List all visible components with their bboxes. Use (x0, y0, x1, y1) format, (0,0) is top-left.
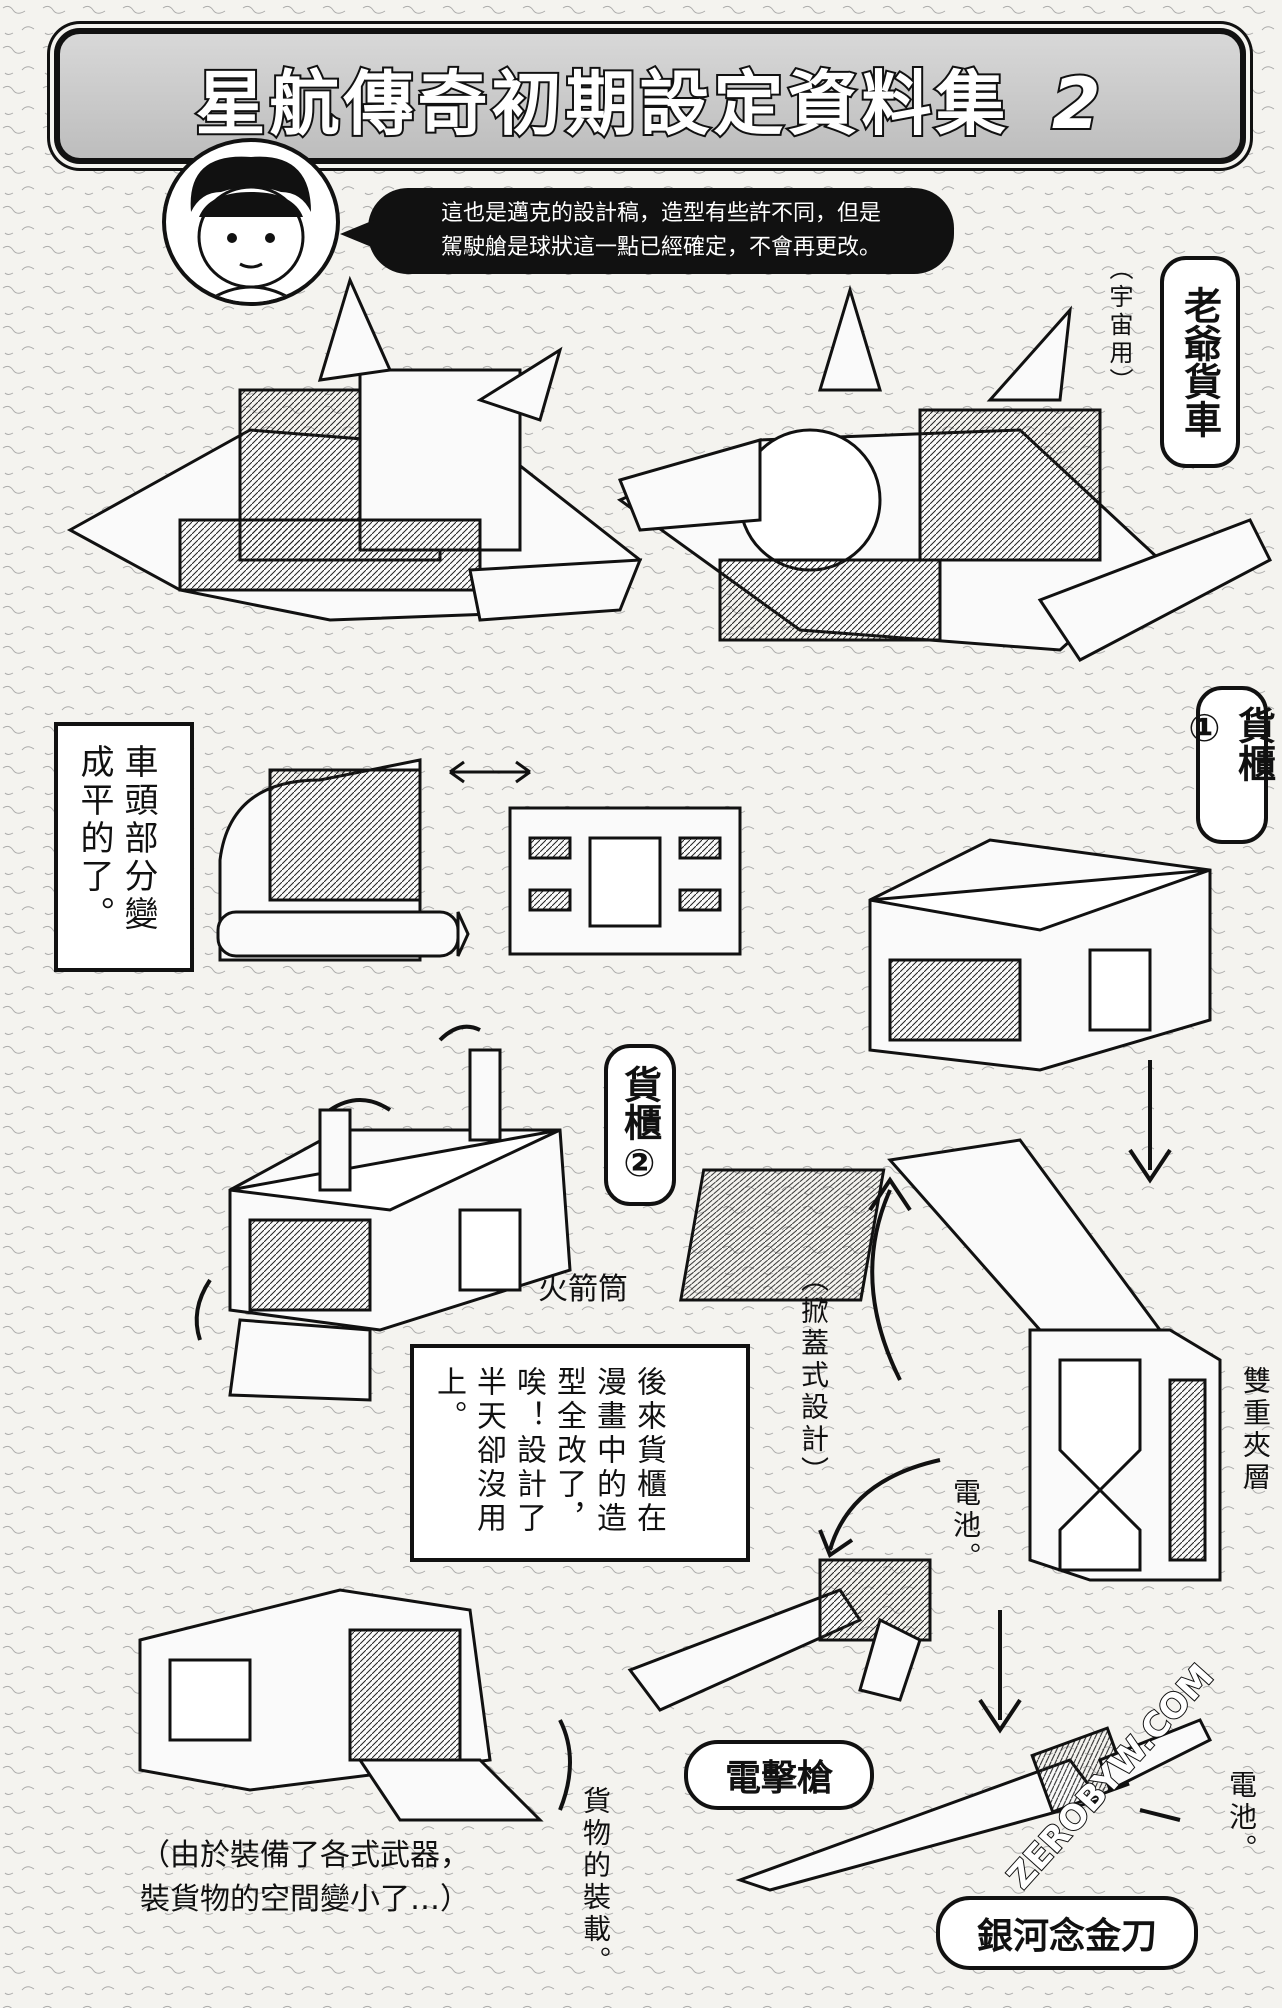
label-battery-gun: 電池。 (949, 1478, 982, 1574)
container-open-sketch (679, 1138, 1222, 1582)
page-title: 星航傳奇初期設定資料集 2 (60, 48, 1240, 149)
container1-flat-sketch (508, 806, 742, 956)
gun-sketch (627, 1558, 932, 1712)
tag-truck: 老爺貨車 (1160, 256, 1240, 468)
tag-sword: 銀河念金刀 (936, 1896, 1198, 1970)
tag-gun: 電擊槍 (684, 1740, 874, 1810)
bubble-line-1: 這也是邁克的設計稿，造型有些許不同，但是 (440, 201, 881, 226)
note-nose-text: 車頭部分變成平的了。 (74, 744, 158, 934)
truck-sketch-right (616, 284, 1272, 662)
tag-container2: 貨櫃② (604, 1044, 676, 1206)
truck-sketch-left (66, 275, 643, 622)
note-nose-box: 車頭部分變成平的了。 (54, 722, 194, 972)
tag-container1: 貨櫃① (1183, 686, 1276, 844)
note-capacity: （由於裝備了各式武器， 裝貨物的空間變小了…） (140, 1834, 470, 1922)
container3-sketch (138, 1588, 544, 1822)
sword-sketch (735, 1718, 1213, 1892)
label-rocket: 火箭筒 (538, 1272, 628, 1307)
bubble-line-2: 駕駛艙是球狀這一點已經確定，不會再更改。 (440, 235, 881, 260)
truck-note: （宇宙用） (1105, 256, 1133, 396)
author-face-icon (190, 156, 311, 302)
label-loading: 貨物的裝載。 (579, 1786, 612, 1978)
container2-sketch (228, 1048, 572, 1402)
author-avatar (162, 138, 340, 306)
flow-arrows (194, 1024, 1181, 1822)
note-capacity-line-2: 裝貨物的空間變小了…） (140, 1882, 470, 1917)
note-later-text: 後來貨櫃在漫畫中的造型全改了，唉！設計了半天卻沒用上。 (431, 1366, 666, 1536)
label-lid: （掀蓋式設計） (797, 1264, 830, 1488)
note-later-box: 後來貨櫃在漫畫中的造型全改了，唉！設計了半天卻沒用上。 (410, 1344, 750, 1562)
speech-bubble: 這也是邁克的設計稿，造型有些許不同，但是 駕駛艙是球狀這一點已經確定，不會再更改… (368, 188, 954, 274)
note-capacity-line-1: （由於裝備了各式武器， (140, 1838, 470, 1873)
label-double-layer: 雙重夾層 (1239, 1366, 1272, 1494)
page-title-text: 星航傳奇初期設定資料集 (193, 61, 1010, 147)
nose-sketch (216, 758, 531, 962)
page-title-number: 2 (1050, 61, 1105, 147)
speech-bubble-tail (340, 220, 374, 248)
container1-sketch (868, 838, 1212, 1072)
label-battery-sword: 電池。 (1225, 1770, 1258, 1866)
